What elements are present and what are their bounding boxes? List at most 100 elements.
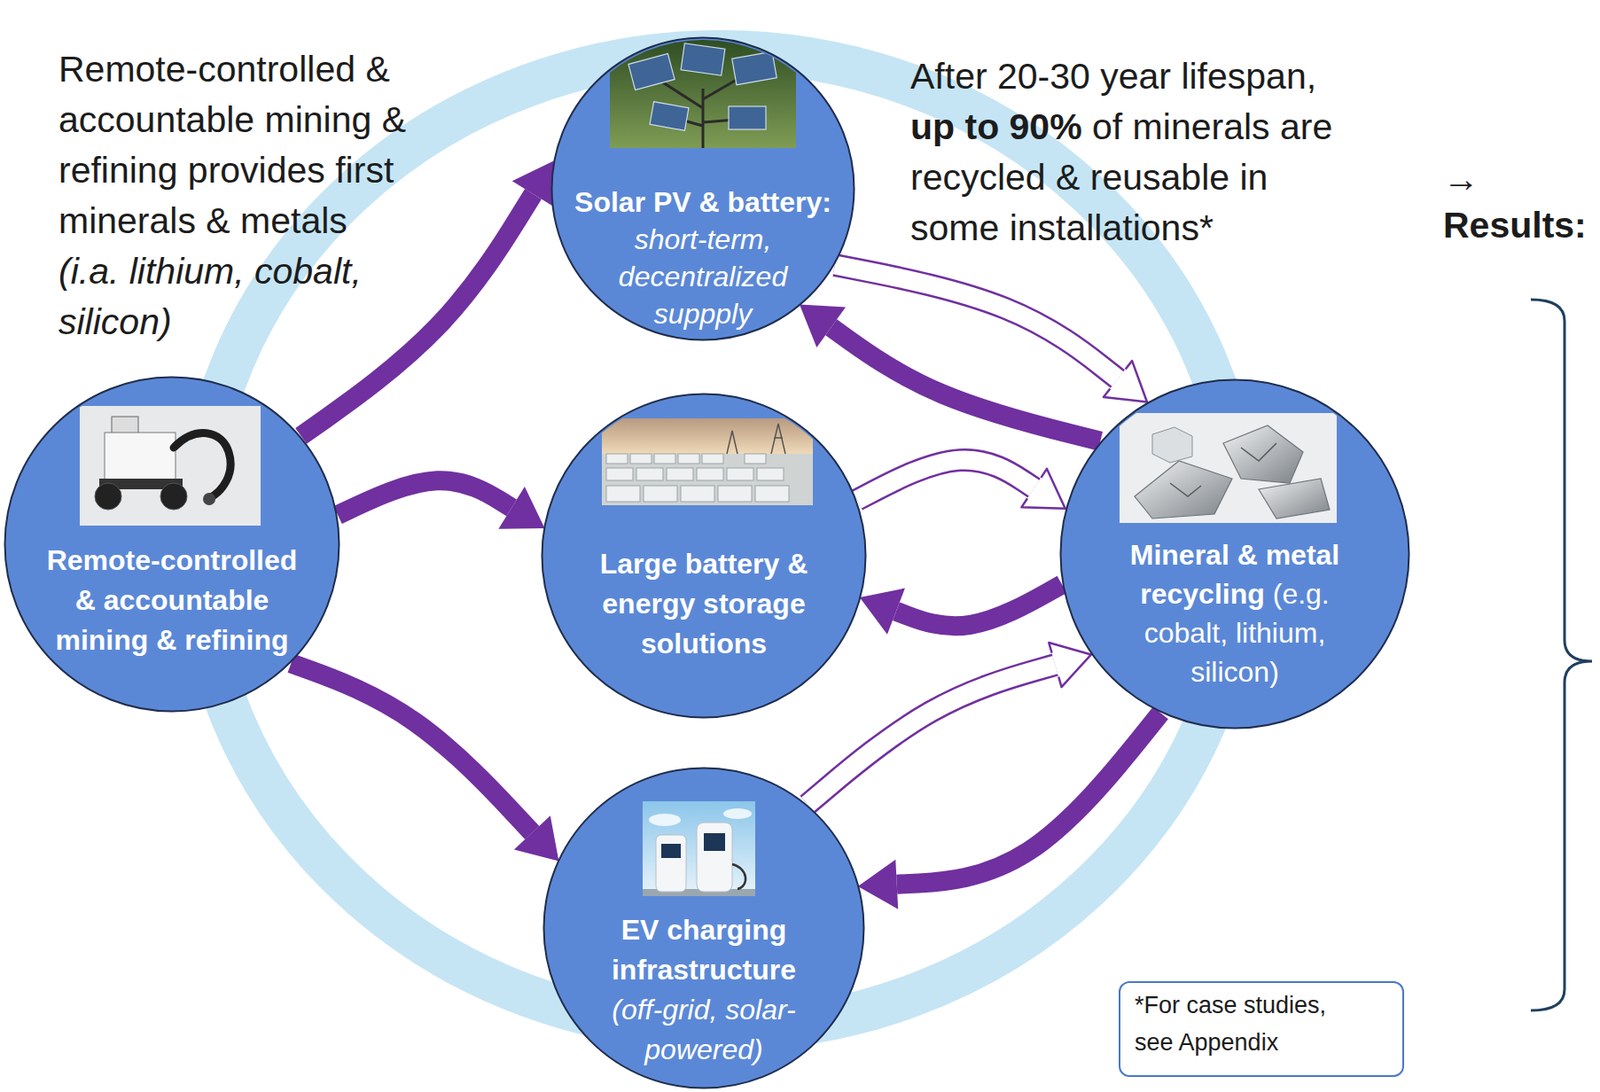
results-heading-box: → Results: (1443, 156, 1594, 249)
supply-arrow (896, 584, 1062, 626)
node-title: Remote-controlled & accountable mining &… (39, 540, 305, 661)
container (755, 485, 789, 502)
arrow-shaft (831, 327, 1101, 441)
metal-photo (1119, 413, 1337, 523)
robot-photo (79, 405, 261, 526)
container (630, 453, 652, 464)
arrow-shaft (897, 712, 1162, 884)
solar-panels (628, 43, 777, 131)
solar-tree-stem (655, 70, 752, 149)
solar-panel (728, 106, 766, 130)
container (643, 485, 678, 502)
cloud (723, 808, 752, 820)
container (606, 485, 640, 502)
robot-wheel (160, 483, 188, 510)
text-run: Remote-controlled & accountable mining &… (58, 48, 406, 242)
circle-outline (542, 394, 867, 719)
recycling-note: After 20-30 year lifespan, up to 90% of … (910, 51, 1350, 254)
charger-screen (703, 833, 726, 851)
metal-piece (1223, 425, 1304, 484)
return-arrow (807, 664, 1055, 805)
text-run: up to 90% (910, 106, 1083, 148)
container (726, 468, 754, 481)
circle-text-block: EV charging infrastructure(off-grid, sol… (597, 910, 811, 1070)
arrow-outline (807, 664, 1055, 805)
recycling-circle: Mineral & metal recycling(e.g. cobalt, l… (1059, 378, 1411, 730)
circle-outline (1061, 380, 1410, 729)
metal-pieces (1134, 425, 1330, 519)
charger (655, 835, 687, 892)
metal-piece (1258, 478, 1330, 519)
solar-circle: Solar PV & battery:short-term, decentral… (550, 36, 856, 342)
intro-note: Remote-controlled & accountable mining &… (58, 44, 412, 348)
circle-text-block: Solar PV & battery:short-term, decentral… (572, 183, 835, 333)
supply-arrow (897, 712, 1162, 884)
photo-ground (609, 39, 797, 149)
photo-ground (601, 453, 813, 506)
charger-cable (732, 864, 746, 890)
container (606, 468, 633, 481)
metal-texture (1170, 443, 1277, 497)
storage-containers (606, 453, 789, 502)
charger-screen (661, 843, 681, 859)
supply-arrow (290, 663, 532, 833)
solar-panel (680, 43, 726, 76)
recycling-note-box: After 20-30 year lifespan, up to 90% of … (910, 51, 1350, 254)
container (606, 453, 628, 464)
solar-panel (732, 51, 778, 86)
circle-outline (5, 377, 340, 712)
metal-piece (1134, 460, 1233, 519)
photo-ground (642, 889, 756, 897)
circle-text-block: Remote-controlled & accountable mining &… (39, 540, 305, 661)
text-run: After 20-30 year lifespan, (910, 55, 1317, 97)
arrow-outline (857, 460, 1035, 500)
container (744, 453, 766, 464)
robot-gripper (202, 492, 216, 506)
arrow-shaft (857, 460, 1035, 500)
node-title: Solar PV & battery: (572, 183, 835, 221)
container (680, 485, 715, 502)
metal-cube (1152, 427, 1193, 463)
photo-ground (79, 405, 261, 526)
charger-photo (642, 801, 756, 897)
arrow-shaft (337, 480, 512, 516)
results-heading: → Results: (1443, 156, 1594, 249)
supply-arrow (337, 480, 512, 516)
container (654, 453, 676, 464)
solar-panel (628, 54, 675, 91)
photo-sky (642, 801, 756, 897)
photo-ground (1119, 413, 1337, 523)
power-pylon (726, 423, 786, 454)
supply-arrow (831, 327, 1101, 441)
circle-text-block: Large battery & energy storage solutions (584, 544, 824, 664)
container (702, 453, 724, 464)
storage-circle: Large battery & energy storage solutions (540, 392, 867, 719)
circle-outline (544, 768, 865, 1089)
cloud (648, 813, 681, 827)
ev-circle: EV charging infrastructure(off-grid, sol… (542, 766, 866, 1090)
curly-brace (1530, 299, 1593, 1011)
robot-arm (173, 433, 231, 499)
text-paragraph: Mineral & metal recycling(e.g. cobalt, l… (1115, 535, 1355, 692)
solar-panel (649, 101, 689, 132)
footnote-box: *For case studies, see Appendix (1118, 981, 1405, 1078)
robot-body (104, 432, 176, 482)
solar-photo (609, 39, 797, 149)
intro-note-box: Remote-controlled & accountable mining &… (58, 44, 412, 348)
node-title: EV charging infrastructure (597, 910, 811, 991)
container (757, 468, 784, 481)
robot-wheel (94, 483, 122, 510)
robot-sensor (111, 416, 139, 435)
node-detail: short-term, decentralized suppply (572, 220, 835, 333)
footnote-text: *For case studies, see Appendix (1134, 986, 1350, 1062)
charger (696, 822, 733, 892)
node-detail: (off-grid, solar-powered) (597, 990, 811, 1070)
node-title: Large battery & energy storage solutions (584, 544, 824, 664)
arrow-shaft (807, 664, 1055, 805)
mining-circle: Remote-controlled & accountable mining &… (3, 375, 341, 713)
robot-chassis (99, 478, 183, 490)
container (678, 453, 700, 464)
storage-photo (601, 418, 813, 506)
return-arrow (857, 460, 1035, 500)
